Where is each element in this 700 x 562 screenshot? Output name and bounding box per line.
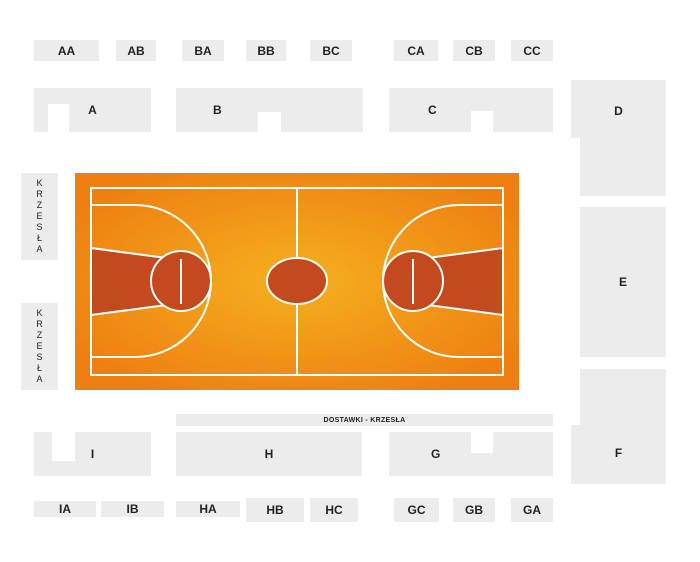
section-H[interactable]: H [176,432,362,476]
section-AA[interactable]: AA [34,40,99,61]
center-circle [266,257,328,305]
section-CA[interactable]: CA [394,40,438,61]
extra-chairs-strip[interactable]: DOSTAWKI - KRZESŁA [176,414,553,426]
section-HA[interactable]: HA [176,501,240,517]
section-notch [52,432,75,461]
section-label: B [213,103,222,117]
section-BB[interactable]: BB [246,40,286,61]
section-IB[interactable]: IB [101,501,164,517]
chairs-section-lower[interactable]: KRZESŁA [21,303,58,390]
section-GA[interactable]: GA [511,498,553,522]
section-IA[interactable]: IA [34,501,96,517]
section-label: A [88,103,97,117]
section-notch [258,112,281,132]
section-notch [571,138,580,196]
section-notch [471,111,493,132]
chairs-section-upper[interactable]: KRZESŁA [21,173,58,260]
section-HB[interactable]: HB [246,498,304,522]
section-HC[interactable]: HC [310,498,358,522]
section-CB[interactable]: CB [453,40,495,61]
basketball-court [75,173,519,390]
section-G[interactable]: G [389,432,553,476]
section-GB[interactable]: GB [453,498,495,522]
section-BC[interactable]: BC [310,40,352,61]
section-BA[interactable]: BA [182,40,224,61]
chairs-label: KRZESŁA [34,178,45,255]
chairs-label: KRZESŁA [34,308,45,385]
section-GC[interactable]: GC [394,498,439,522]
section-E[interactable]: E [580,207,666,357]
section-notch [471,432,493,453]
section-A[interactable]: A [34,88,151,132]
section-D[interactable]: D [571,80,666,196]
section-label: C [428,103,437,117]
section-CC[interactable]: CC [511,40,553,61]
section-C[interactable]: C [389,88,553,132]
section-AB[interactable]: AB [116,40,156,61]
section-notch [48,104,69,132]
section-label: D [614,104,623,118]
section-label: G [431,447,441,461]
section-F[interactable]: F [571,369,666,484]
section-notch [571,369,580,425]
three-point-arc-left [91,204,212,358]
three-point-arc-right [382,204,503,358]
section-label: F [614,446,623,460]
section-B[interactable]: B [176,88,363,132]
